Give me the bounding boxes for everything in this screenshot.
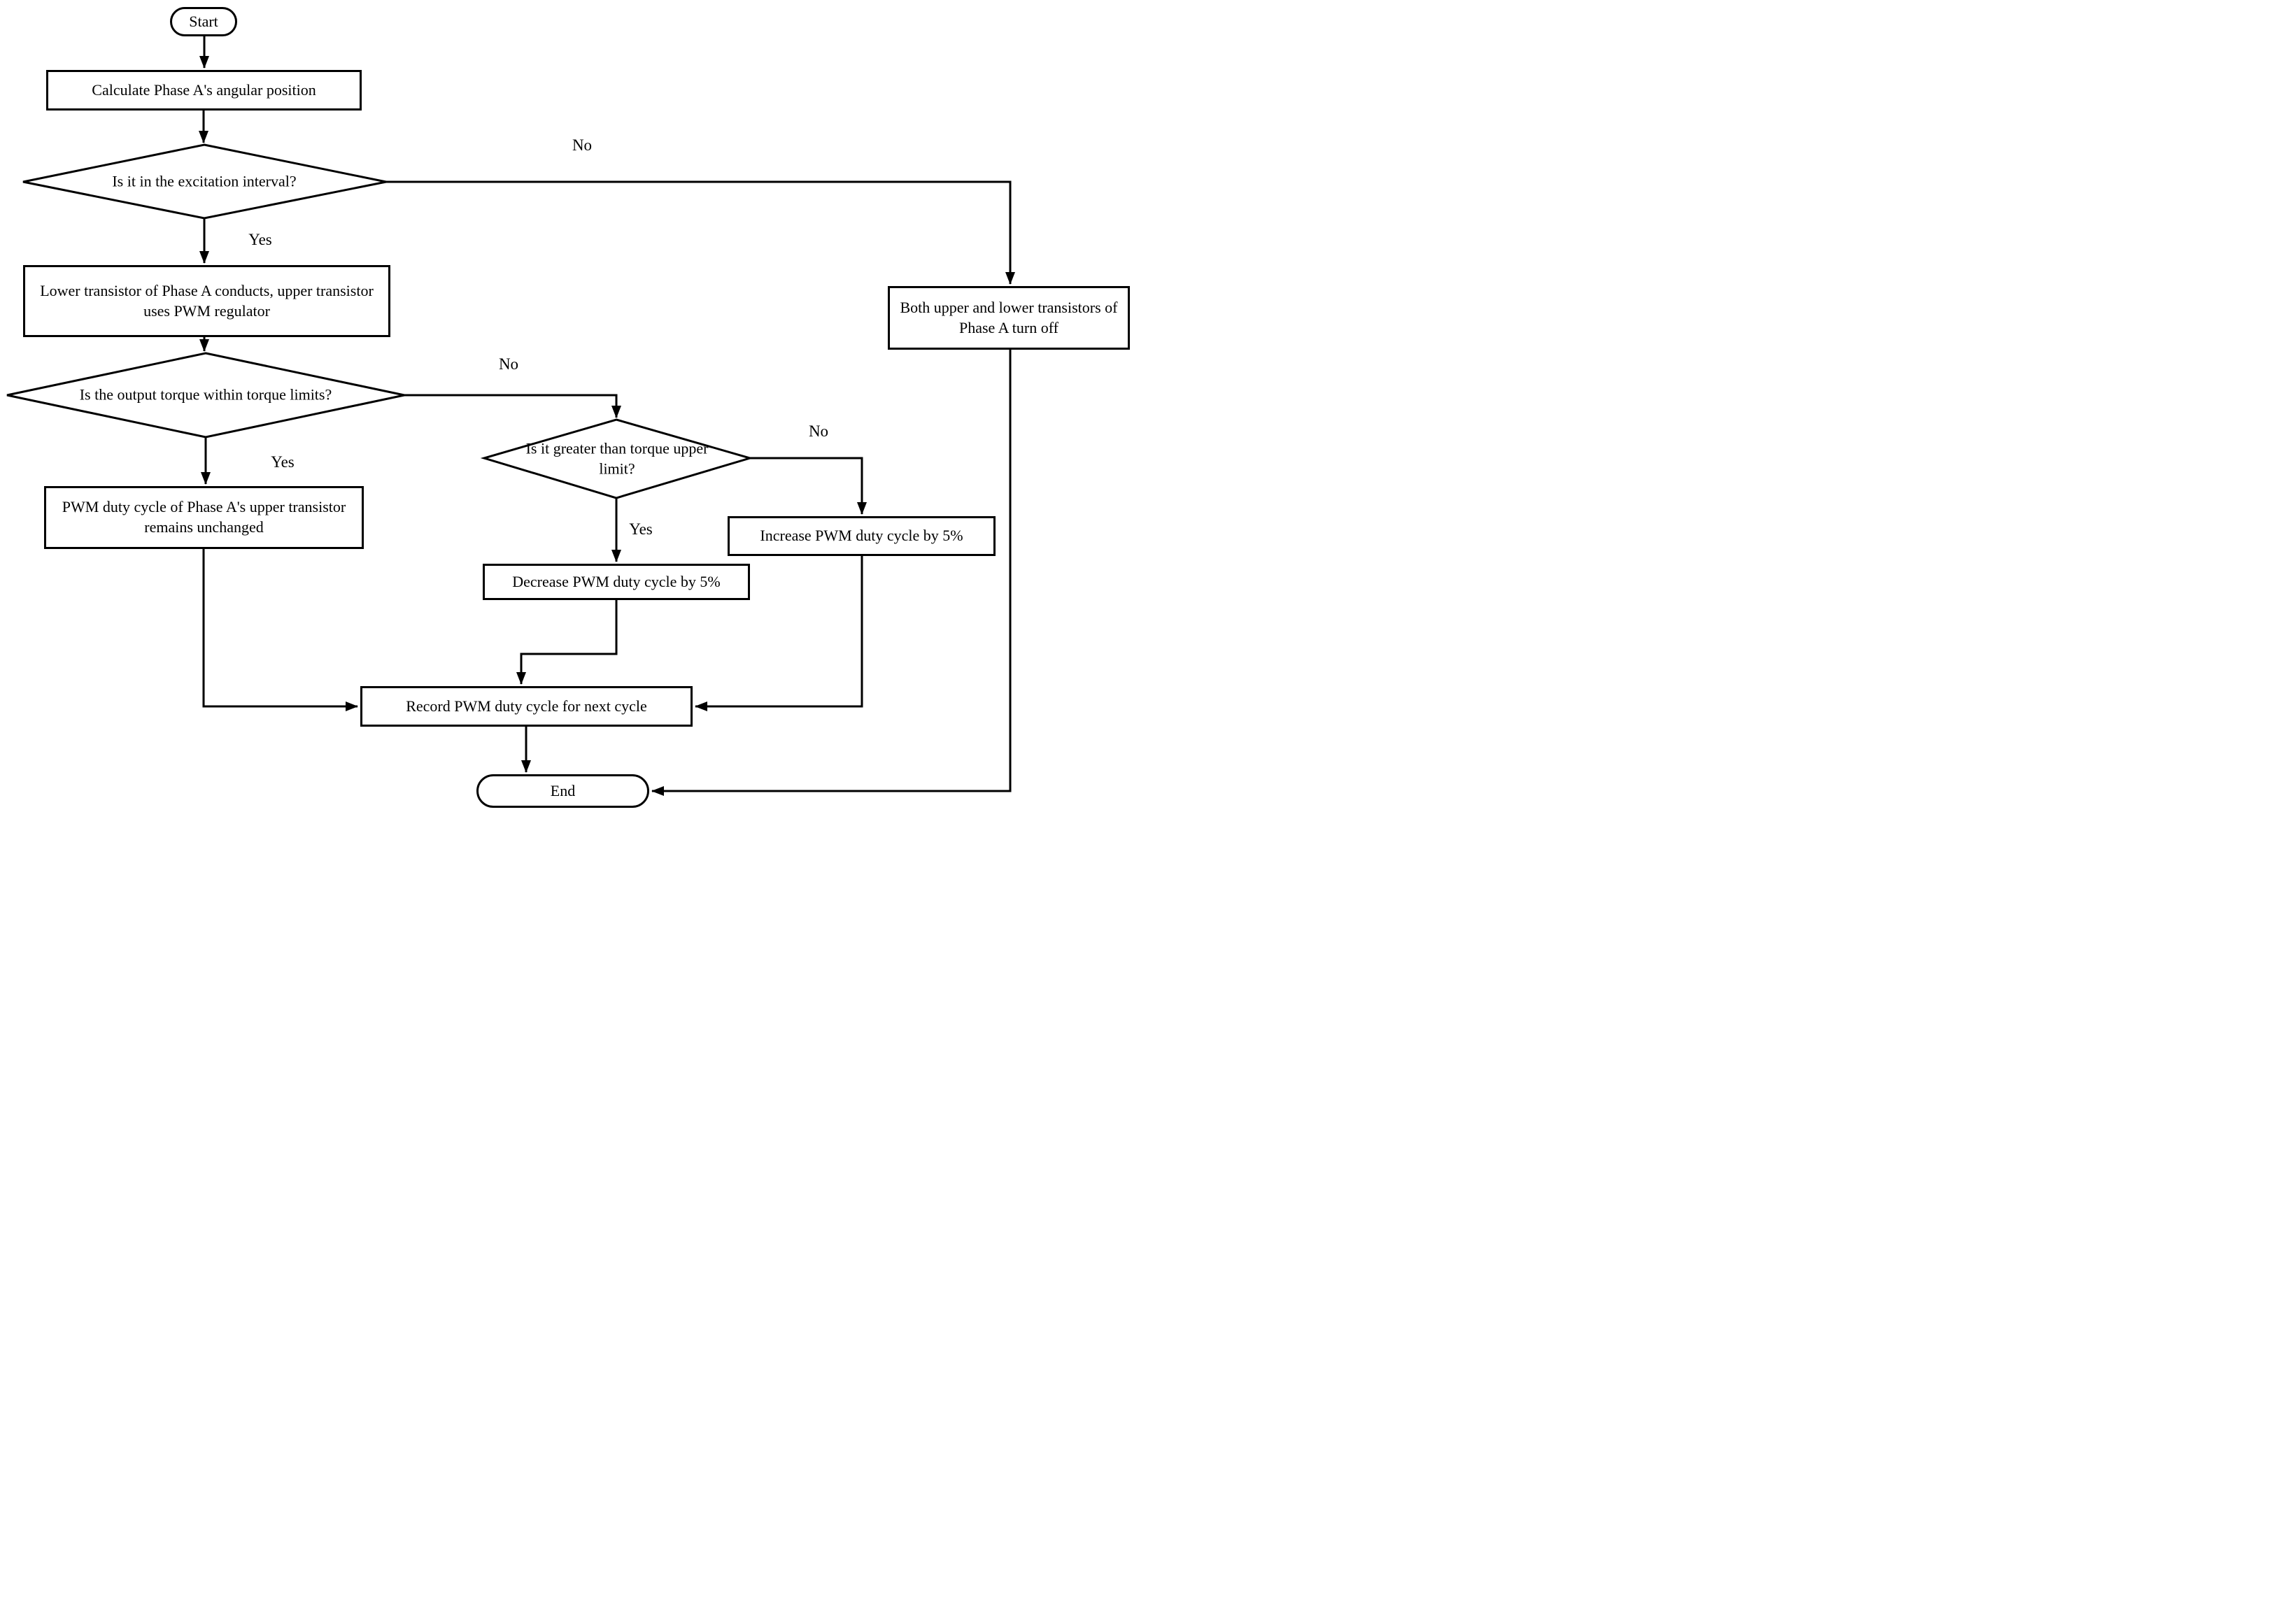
decision-torque-limits-label: Is the output torque within torque limit…: [79, 385, 332, 404]
calc-position-node: Calculate Phase A's angular position: [46, 70, 362, 111]
connector-layer: [6, 36, 1015, 796]
start-node: Start: [170, 7, 237, 36]
edge-unchanged-to-record: [202, 549, 358, 711]
decision-excitation-label: Is it in the excitation interval?: [112, 172, 297, 190]
edge-torque-no: [404, 394, 621, 418]
record-duty-node: Record PWM duty cycle for next cycle: [360, 686, 693, 727]
edge-label-excitation-no: No: [572, 136, 593, 154]
lower-conducts-node: Lower transistor of Phase A conducts, up…: [23, 265, 390, 337]
edge-excitation-no: [386, 180, 1015, 285]
duty-unchanged-node: PWM duty cycle of Phase A's upper transi…: [44, 486, 364, 549]
edge-label-torque-no: No: [498, 355, 519, 373]
edge-label-excitation-yes: Yes: [248, 231, 272, 248]
decision-excitation-shape: [22, 143, 387, 220]
flowchart-canvas: Start Calculate Phase A's angular positi…: [0, 0, 1137, 812]
increase-duty-node: Increase PWM duty cycle by 5%: [728, 516, 996, 556]
decision-upper-limit-shape: [480, 418, 754, 499]
edge-label-torque-yes: Yes: [271, 453, 295, 471]
decrease-duty-node: Decrease PWM duty cycle by 5%: [483, 564, 750, 600]
edge-transistors-off-to-end: [651, 350, 1012, 796]
edge-upper-limit-no: [750, 457, 867, 515]
edge-decrease-to-record: [516, 600, 618, 685]
decision-upper-limit-label: Is it greater than torque upper limit?: [525, 439, 709, 477]
edge-increase-to-record: [695, 556, 863, 711]
edge-label-upper-limit-no: No: [808, 422, 829, 440]
decision-torque-limits-shape: [6, 352, 405, 439]
edge-label-upper-limit-yes: Yes: [629, 520, 653, 538]
end-node: End: [476, 774, 649, 808]
transistors-off-node: Both upper and lower transistors of Phas…: [888, 286, 1130, 350]
